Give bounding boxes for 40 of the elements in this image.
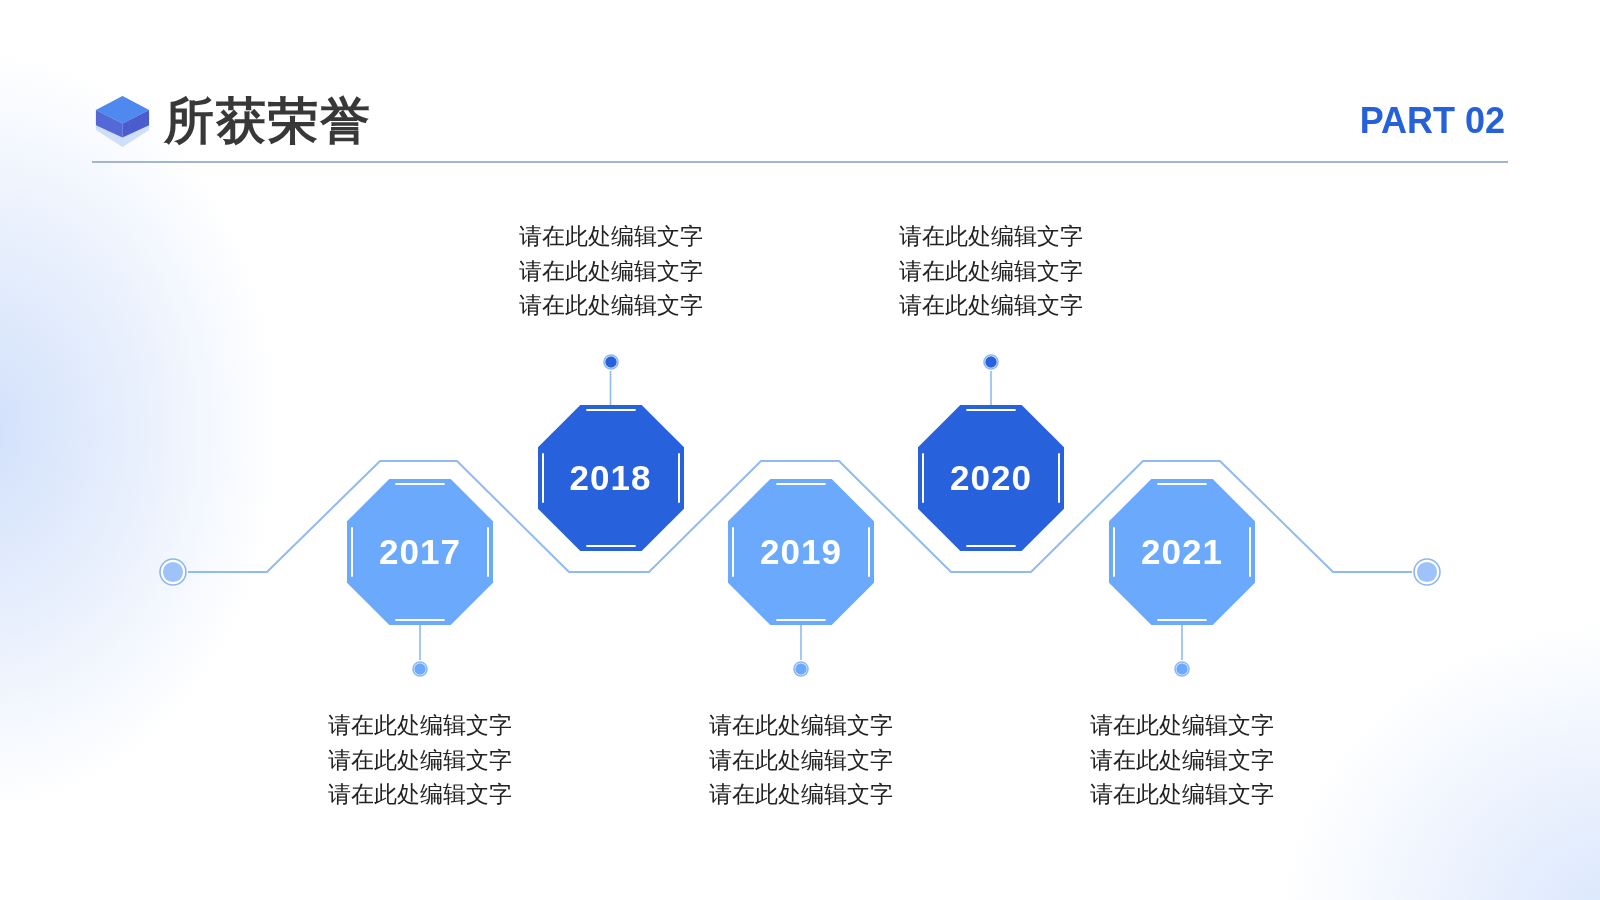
octagon-node <box>728 479 874 625</box>
octagon-node <box>1109 479 1255 625</box>
description-text: 请在此处编辑文字 <box>1090 711 1274 740</box>
connector-line <box>800 624 802 661</box>
octagon-node <box>347 479 493 625</box>
slide-title: 所获荣誉 <box>164 93 372 149</box>
section-label: PART 02 <box>1359 101 1505 141</box>
endpoint-circle <box>159 558 187 586</box>
description-text: 请在此处编辑文字 <box>518 222 703 251</box>
description-text: 请在此处编辑文字 <box>899 222 1083 251</box>
timeline-dot <box>602 354 619 370</box>
timeline-dot <box>1174 661 1190 677</box>
description-text: 请在此处编辑文字 <box>709 745 893 775</box>
description-text: 请在此处编辑文字 <box>709 780 893 810</box>
year-label: 2021 <box>1141 532 1223 572</box>
endpoint-circle <box>1413 558 1441 586</box>
year-label: 2018 <box>569 458 652 498</box>
description-text: 请在此处编辑文字 <box>518 256 703 286</box>
description-text: 请在此处编辑文字 <box>899 256 1083 286</box>
connector-line <box>990 370 992 406</box>
year-label: 2017 <box>379 532 461 572</box>
connector-line <box>1181 624 1183 661</box>
timeline-dot <box>793 661 809 677</box>
description-text: 请在此处编辑文字 <box>518 291 703 321</box>
octagon-node <box>918 405 1064 551</box>
description-text: 请在此处编辑文字 <box>1090 780 1274 810</box>
timeline-dot <box>983 354 999 370</box>
octagon-node <box>537 405 684 551</box>
description-text: 请在此处编辑文字 <box>328 780 512 810</box>
description-text: 请在此处编辑文字 <box>709 711 893 740</box>
year-label: 2019 <box>760 532 842 572</box>
connector-line <box>609 370 612 406</box>
timeline-dot <box>412 661 428 677</box>
description-text: 请在此处编辑文字 <box>328 711 512 740</box>
year-label: 2020 <box>950 458 1032 498</box>
description-text: 请在此处编辑文字 <box>1090 745 1274 775</box>
description-text: 请在此处编辑文字 <box>328 745 512 775</box>
timeline-line <box>187 460 1413 573</box>
description-text: 请在此处编辑文字 <box>899 291 1083 321</box>
connector-line <box>419 624 421 661</box>
